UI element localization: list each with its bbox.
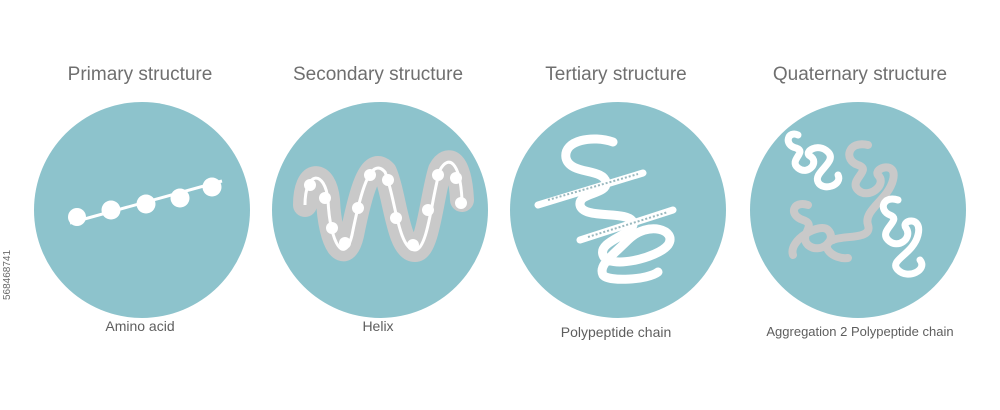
secondary-circle-background (272, 102, 488, 318)
helix-residue (382, 174, 394, 186)
chain-gray-2 (788, 200, 835, 259)
helix-residue (364, 169, 376, 181)
primary-structure-title: Primary structure (67, 64, 213, 85)
helix-residue (326, 222, 338, 234)
tertiary-structure-title: Tertiary structure (545, 64, 687, 85)
quaternary-structure-illustration (750, 102, 966, 318)
helix-residue (304, 179, 316, 191)
helix-residue (432, 169, 444, 181)
helix-residue (319, 192, 331, 204)
helix-residue (422, 204, 434, 216)
helix-residue (339, 237, 351, 249)
helix-residue (390, 212, 402, 224)
quaternary-circle-background (750, 102, 966, 318)
panel-quaternary-structure: Quaternary structure Aggregation 2 Polyp… (740, 0, 980, 410)
tertiary-fold (561, 134, 675, 284)
helix-residue (352, 202, 364, 214)
helix-residue (450, 172, 462, 184)
panel-primary-structure: Primary structure Amino acid (20, 0, 260, 410)
panel-tertiary-structure: Tertiary structure Polypeptide chain (496, 0, 736, 410)
tertiary-circle-background (510, 102, 726, 318)
amino-acid-bead (68, 208, 86, 226)
primary-structure-caption: Amino acid (105, 318, 175, 334)
amino-acid-bead (136, 194, 156, 214)
chain-white-2 (879, 195, 926, 278)
amino-acid-bead (202, 177, 222, 197)
quaternary-structure-title: Quaternary structure (772, 64, 948, 85)
helix-residue (455, 197, 467, 209)
secondary-structure-caption: Helix (362, 318, 394, 334)
tertiary-strand-texture (587, 211, 669, 238)
amino-acid-bead (170, 188, 190, 208)
helix-residue (407, 239, 419, 251)
quaternary-structure-caption: Aggregation 2 Polypeptide chain (766, 324, 954, 339)
primary-structure-illustration (34, 102, 250, 318)
stock-image-id: 568468741 (2, 249, 13, 300)
amino-acid-bead (101, 200, 121, 220)
secondary-structure-title: Secondary structure (292, 64, 464, 85)
tertiary-structure-illustration (510, 102, 726, 318)
chain-white-1 (784, 130, 843, 191)
secondary-structure-illustration (272, 102, 488, 318)
panel-secondary-structure: Secondary structure Helix (258, 0, 498, 410)
chain-gray-1 (822, 140, 898, 263)
tertiary-structure-caption: Polypeptide chain (560, 324, 672, 340)
